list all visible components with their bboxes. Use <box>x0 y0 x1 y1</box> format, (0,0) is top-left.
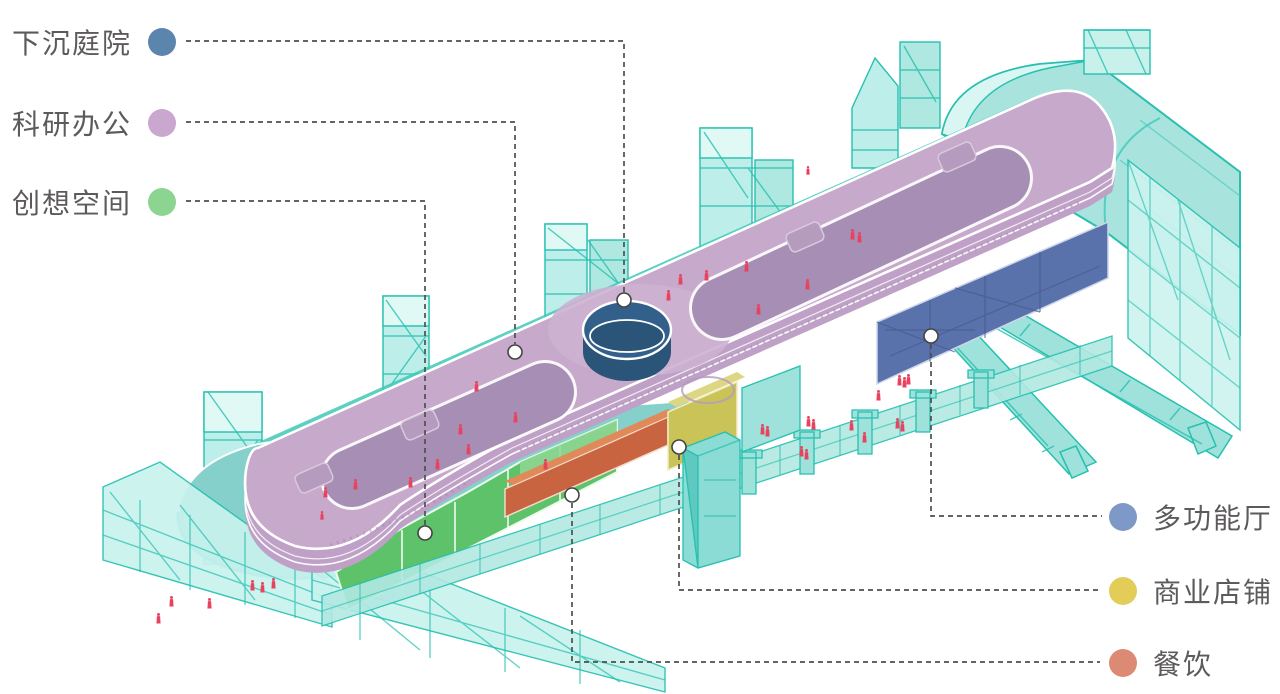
leader-anchor-dots <box>417 292 939 541</box>
zone-sunken-courtyard[interactable] <box>581 299 673 381</box>
right-truss-wall <box>1127 158 1241 432</box>
leader-research-office <box>186 121 516 344</box>
legend-item-commercial-shops: 商业店铺 <box>1108 571 1273 611</box>
legend-label: 餐饮 <box>1153 649 1214 680</box>
leader-creative-space <box>186 200 426 525</box>
legend-item-dining: 餐饮 <box>1108 643 1213 683</box>
legend-item-research-office: 科研办公 <box>12 103 177 143</box>
legend-item-multifunction-hall: 多功能厅 <box>1108 497 1273 537</box>
legend-dot <box>1109 503 1137 531</box>
leader-lines <box>186 40 1102 663</box>
roof-recess <box>320 145 1033 510</box>
front-teal-tower <box>682 431 741 569</box>
legend-dot <box>148 109 177 137</box>
legend-dot <box>148 188 177 216</box>
roof-skylight <box>294 141 977 494</box>
legend-label: 多功能厅 <box>1153 503 1274 534</box>
truss-tower <box>851 41 941 169</box>
legend-dot <box>148 28 177 56</box>
legend-label: 科研办公 <box>12 109 133 140</box>
legend-item-creative-space: 创想空间 <box>12 182 177 222</box>
legend-label: 商业店铺 <box>1153 577 1274 608</box>
legend-label: 创想空间 <box>12 188 133 219</box>
legend-dot <box>1109 577 1137 605</box>
building-slab <box>243 89 1117 573</box>
leader-commercial-shops <box>678 455 1102 591</box>
leader-multifunction-hall <box>930 344 1102 517</box>
leader-sunken-courtyard <box>186 40 625 292</box>
leader-dining <box>571 503 1100 663</box>
small-teal-box <box>741 365 801 453</box>
legend-label: 下沉庭院 <box>12 28 133 59</box>
legend-dot <box>1109 649 1137 677</box>
front-truss-corridor <box>321 335 1113 627</box>
legend-item-sunken-courtyard: 下沉庭院 <box>12 22 177 62</box>
